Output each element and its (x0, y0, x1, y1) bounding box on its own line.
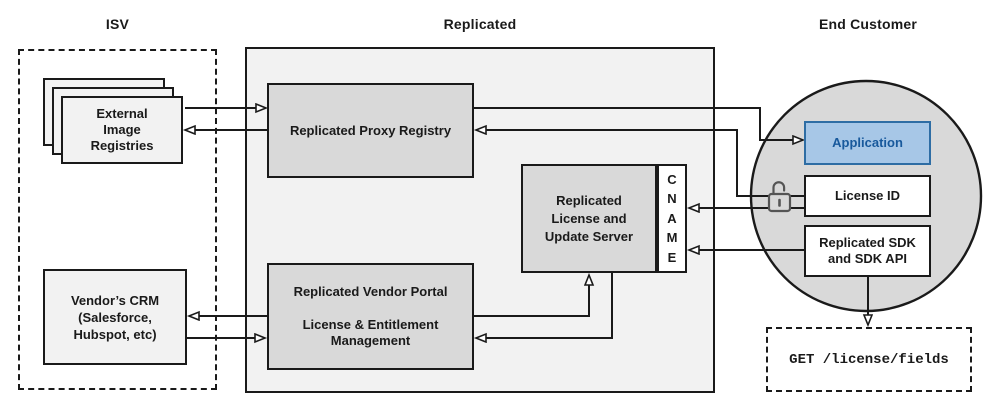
unlock-icon (767, 181, 792, 213)
license-id-node: License ID (804, 175, 931, 217)
get-license-fields-label: GET /license/fields (789, 351, 949, 368)
replicated-proxy-registry-node: Replicated Proxy Registry (267, 83, 474, 178)
isv-zone-box (18, 49, 217, 390)
vendors-crm-node: Vendor’s CRM (Salesforce, Hubspot, etc) (43, 269, 187, 365)
replicated-proxy-registry-label: Replicated Proxy Registry (289, 122, 452, 138)
vendor-portal-subtitle: License & Entitlement Management (302, 317, 439, 348)
cname-node: CNAME (657, 164, 687, 273)
replicated-sdk-node: Replicated SDK and SDK API (804, 225, 931, 277)
vendor-portal-node: Replicated Vendor Portal License & Entit… (267, 263, 474, 370)
replicated-sdk-label: Replicated SDK and SDK API (819, 235, 916, 266)
application-node: Application (804, 121, 931, 165)
get-license-fields-node: GET /license/fields (766, 327, 972, 392)
vendors-crm-label: Vendor’s CRM (Salesforce, Hubspot, etc) (70, 292, 160, 342)
zone-title-replicated: Replicated (443, 16, 517, 32)
zone-title-end-customer: End Customer (818, 16, 918, 32)
external-image-registries-label: External Image Registries (90, 106, 154, 153)
license-update-server-label: Replicated License and Update Server (544, 192, 634, 244)
license-update-server-node: Replicated License and Update Server (521, 164, 657, 273)
external-image-registries-node: External Image Registries (61, 96, 183, 164)
cname-label: CNAME (666, 171, 678, 265)
application-label: Application (832, 135, 903, 150)
vendor-portal-title: Replicated Vendor Portal (293, 284, 448, 299)
zone-title-isv: ISV (105, 16, 130, 32)
license-id-label: License ID (834, 188, 901, 203)
